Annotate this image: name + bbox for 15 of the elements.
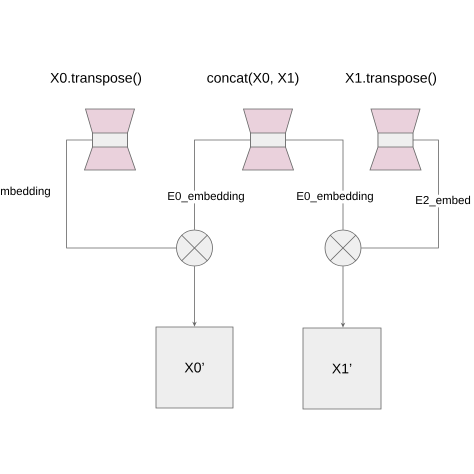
connector-line	[286, 140, 344, 230]
connector-line	[194, 140, 250, 230]
edge-label: E0_embedding	[166, 190, 246, 204]
cross-circle	[176, 230, 213, 266]
edge-label: mbedding	[0, 186, 52, 198]
block-title: concat(X0, X1)	[207, 72, 298, 86]
edge-label: E0_embedding	[295, 190, 375, 204]
block-title: X0.transpose()	[50, 72, 142, 86]
cross-circle	[324, 230, 362, 266]
edge-label: E2_embed	[414, 194, 472, 208]
connector-line	[361, 140, 439, 248]
output-box: X0’	[156, 326, 234, 408]
connector-line	[66, 140, 176, 248]
output-box: X1’	[302, 328, 382, 410]
block-title: X1.transpose()	[345, 72, 436, 86]
